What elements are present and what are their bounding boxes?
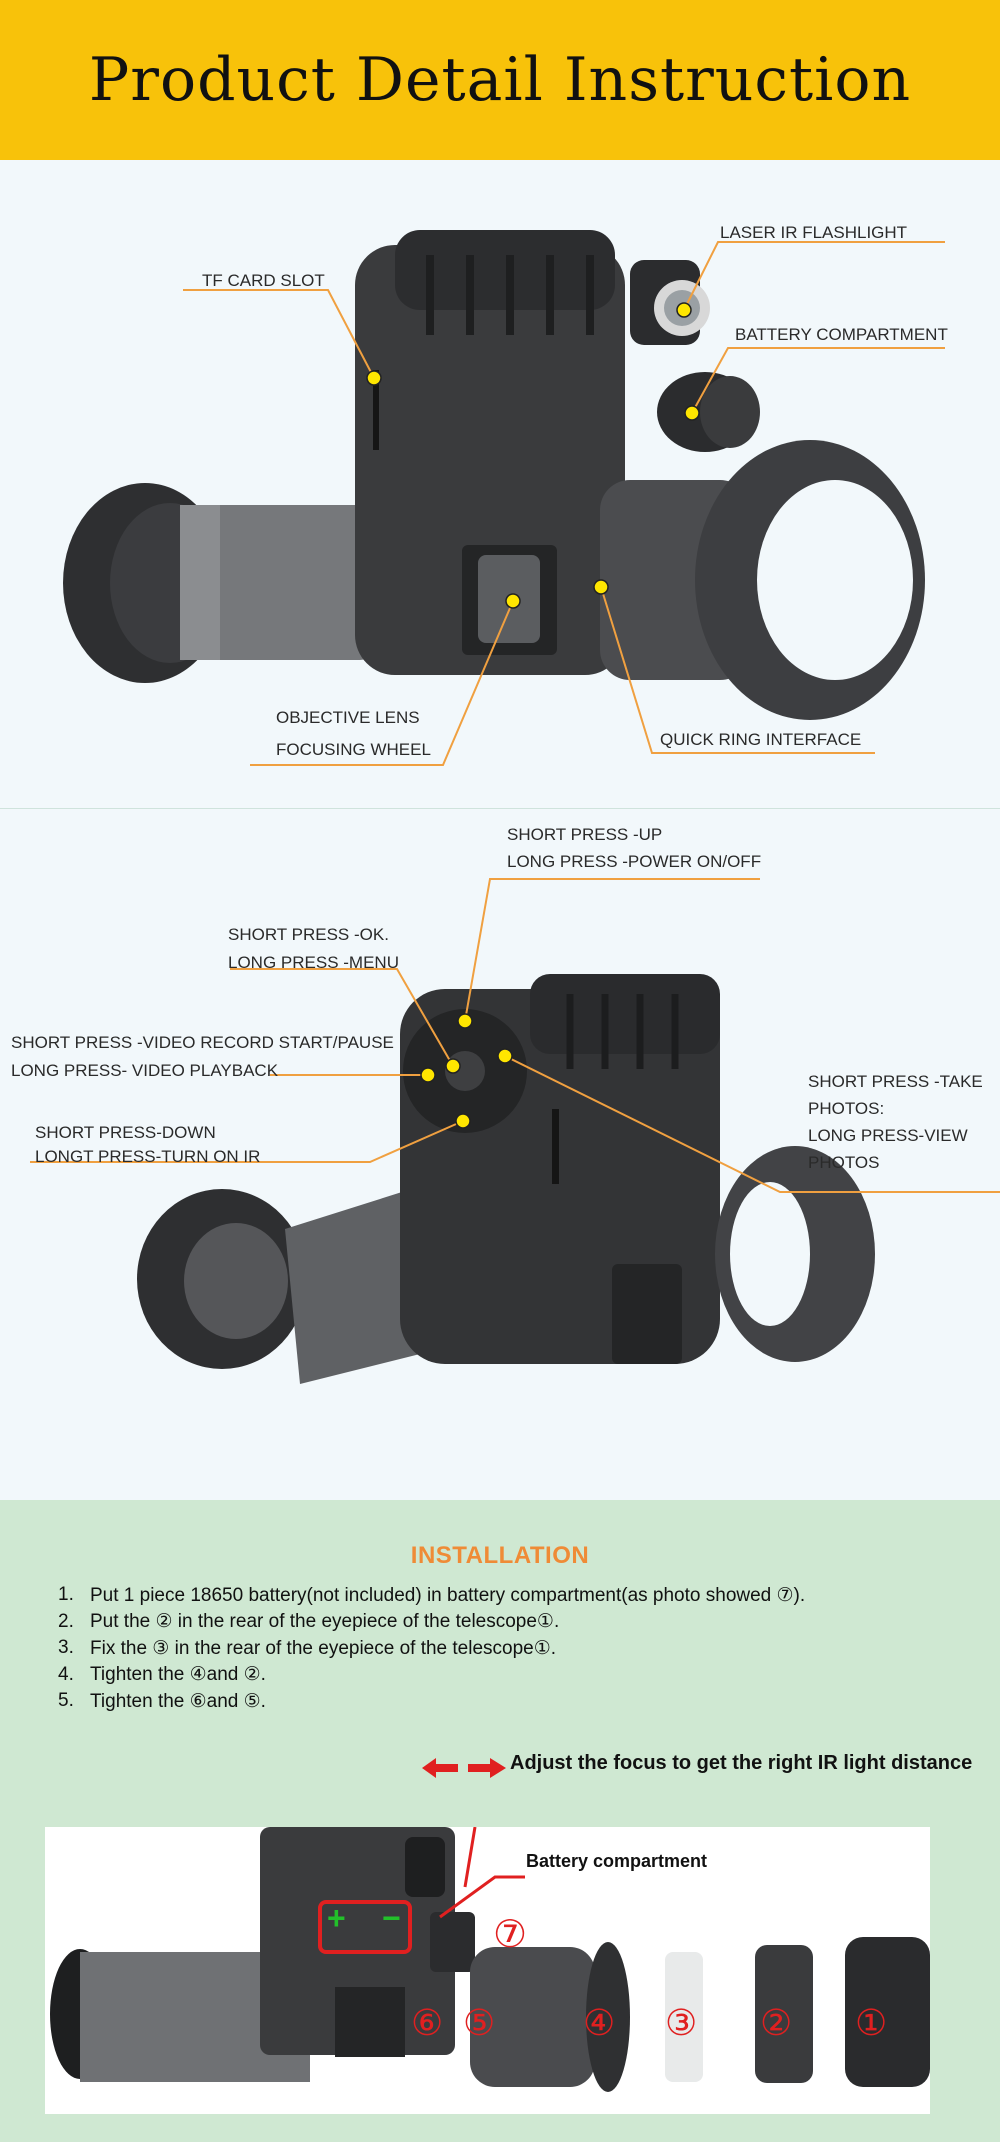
step-text: Fix the ③ in the rear of the eyepiece of…	[90, 1637, 557, 1659]
installation-step: 4. Tighten the ④and ②.	[58, 1662, 805, 1689]
device-side-illustration	[63, 230, 945, 766]
installation-steps: 1. Put 1 piece 18650 battery(not include…	[58, 1582, 805, 1715]
part-number-3: ③	[665, 2002, 698, 2043]
label-up-long: LONG PRESS -POWER ON/OFF	[507, 852, 762, 871]
label-video-short: SHORT PRESS -VIDEO RECORD START/PAUSE	[11, 1033, 394, 1052]
part-number-1: ①	[855, 2002, 888, 2043]
battery-plus-symbol: +	[327, 1900, 346, 1936]
label-tf-card-slot: TF CARD SLOT	[202, 271, 325, 290]
page-header: Product Detail Instruction	[0, 0, 1000, 160]
battery-compartment-label: Battery compartment	[526, 1851, 708, 1871]
button-functions-diagram: SHORT PRESS -UP LONG PRESS -POWER ON/OFF…	[0, 809, 1000, 1500]
label-focusing-wheel: FOCUSING WHEEL	[276, 740, 431, 759]
focus-adjust-label: Adjust the focus to get the right IR lig…	[510, 1752, 973, 1774]
label-quick-ring-interface: QUICK RING INTERFACE	[660, 730, 862, 749]
step-number: 4.	[58, 1663, 74, 1685]
step-text: Put 1 piece 18650 battery(not included) …	[90, 1584, 806, 1606]
label-photo-1: SHORT PRESS -TAKE	[808, 1072, 983, 1091]
step-text: Tighten the ④and ②.	[90, 1664, 266, 1686]
exploded-parts-illustration	[50, 1827, 930, 2092]
installation-step: 3. Fix the ③ in the rear of the eyepiece…	[58, 1635, 805, 1662]
label-up-short: SHORT PRESS -UP	[507, 825, 663, 844]
installation-title: INSTALLATION	[410, 1542, 590, 1569]
label-photo-3: LONG PRESS-VIEW	[808, 1126, 968, 1145]
part-number-4: ④	[583, 2002, 616, 2043]
label-photo-2: PHOTOS:	[808, 1099, 885, 1118]
label-down-short: SHORT PRESS-DOWN	[35, 1123, 216, 1142]
label-ok-short: SHORT PRESS -OK.	[228, 925, 389, 944]
installation-step: 1. Put 1 piece 18650 battery(not include…	[58, 1582, 805, 1609]
part-number-6: ⑥	[411, 2002, 444, 2043]
label-ok-long: LONG PRESS -MENU	[228, 953, 399, 972]
part-number-5: ⑤	[463, 2002, 496, 2043]
label-laser-ir-flashlight: LASER IR FLASHLIGHT	[720, 223, 908, 242]
label-battery-compartment: BATTERY COMPARTMENT	[735, 325, 948, 344]
step-text: Put the ② in the rear of the eyepiece of…	[90, 1611, 560, 1633]
label-down-long: LONGT PRESS-TURN ON IR	[35, 1147, 261, 1166]
label-objective-lens: OBJECTIVE LENS	[276, 708, 420, 727]
step-number: 1.	[58, 1584, 74, 1606]
overview-diagram: LASER IR FLASHLIGHT TF CARD SLOT BATTERY…	[0, 160, 1000, 808]
focus-arrows-icon	[422, 1758, 506, 1778]
section-divider	[0, 808, 1000, 809]
installation-exploded-photo: + − ⑦ ⑥ ⑤ ④ ③ ② ①	[45, 1827, 930, 2114]
battery-minus-symbol: −	[382, 1900, 401, 1936]
step-number: 5.	[58, 1690, 74, 1712]
part-number-7: ⑦	[493, 1914, 528, 1956]
part-number-2: ②	[760, 2002, 793, 2043]
label-photo-4: PHOTOS	[808, 1153, 880, 1172]
label-video-long: LONG PRESS- VIDEO PLAYBACK	[11, 1061, 279, 1080]
installation-step: 2. Put the ② in the rear of the eyepiece…	[58, 1609, 805, 1636]
step-number: 2.	[58, 1610, 74, 1632]
device-rear-illustration	[30, 878, 1000, 1384]
page-title: Product Detail Instruction	[88, 45, 912, 115]
step-number: 3.	[58, 1637, 74, 1659]
installation-step: 5. Tighten the ⑥and ⑤.	[58, 1688, 805, 1715]
step-text: Tighten the ⑥and ⑤.	[90, 1690, 266, 1712]
